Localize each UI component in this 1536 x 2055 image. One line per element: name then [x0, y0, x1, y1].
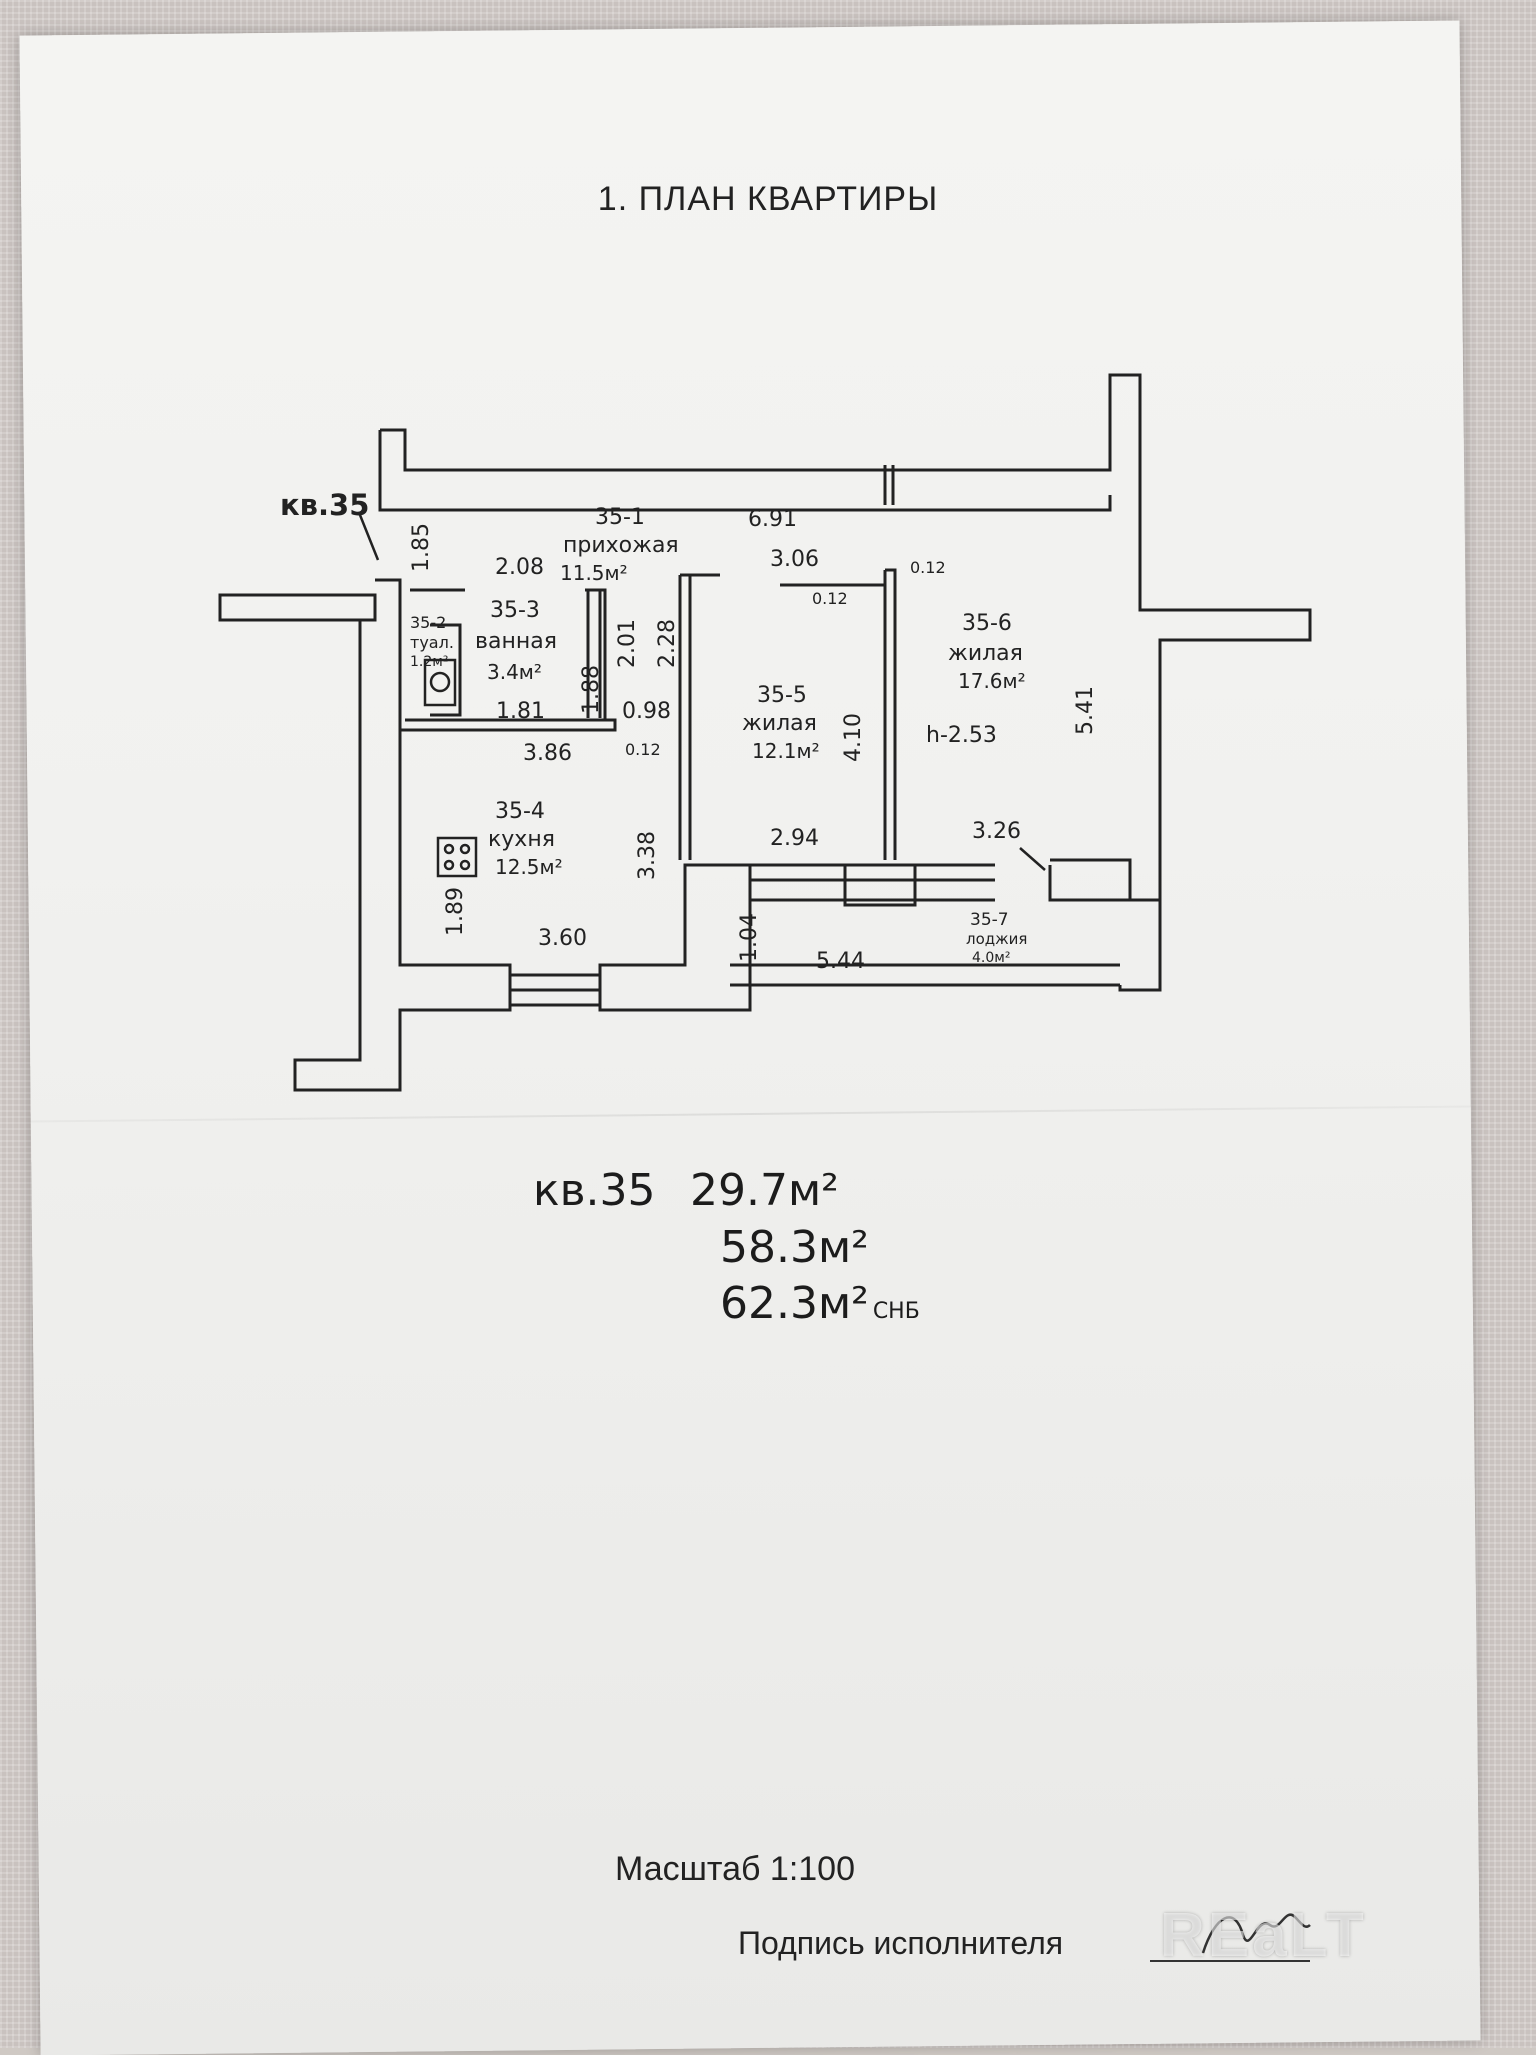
wall-top-inner	[378, 430, 1112, 512]
room-name-35-6: жилая	[948, 641, 1023, 666]
wall-bottom-mid	[598, 863, 752, 1012]
dim-3-86: 3.86	[523, 741, 572, 766]
leader-flat	[358, 514, 380, 561]
dim-2-08: 2.08	[495, 555, 544, 580]
totals-snb-value: 62.3м²	[720, 1278, 869, 1329]
totals-total-area: 58.3м²	[720, 1222, 869, 1273]
dim-1-81: 1.81	[496, 699, 545, 724]
room-id-35-6: 35-6	[962, 611, 1012, 636]
dim-3-06: 3.06	[770, 547, 819, 572]
window-kitchen	[510, 973, 600, 1007]
dim-0-12-b: 0.12	[812, 589, 848, 608]
toilet-icon	[423, 658, 457, 707]
room-id-35-4: 35-4	[495, 799, 545, 824]
room-area-35-1: 11.5м²	[560, 561, 628, 585]
partition-kitchen-room	[678, 573, 720, 860]
partition-hall-kitchen	[400, 718, 617, 732]
room-id-35-7: 35-7	[970, 910, 1009, 930]
room-name-35-3: ванная	[475, 629, 557, 654]
page-title: 1. ПЛАН КВАРТИРЫ	[597, 180, 939, 218]
dim-3-26: 3.26	[972, 819, 1021, 844]
sink-box	[430, 623, 462, 717]
signature-line	[1150, 1960, 1310, 1962]
totals-living-area: 29.7м²	[690, 1165, 839, 1216]
dim-4-10: 4.10	[841, 713, 866, 762]
room-area-35-3: 3.4м²	[487, 660, 542, 684]
room-name-35-2: туал.	[410, 633, 454, 652]
room-name-35-5: жилая	[742, 711, 817, 736]
partition-bath-wall	[586, 590, 602, 718]
partition-bath	[410, 588, 607, 720]
dim-5-41: 5.41	[1073, 686, 1098, 735]
dim-1-89: 1.89	[443, 887, 468, 936]
room-id-35-2: 35-2	[410, 613, 446, 632]
room-id-35-5: 35-5	[757, 683, 807, 708]
dim-2-94: 2.94	[770, 826, 819, 851]
dim-3-60: 3.60	[538, 926, 587, 951]
door-mark	[883, 465, 895, 505]
partition-rooms	[883, 568, 897, 860]
watermark-logo: REaLT	[1160, 1901, 1367, 1970]
dim-5-44: 5.44	[816, 949, 865, 974]
room-area-35-5: 12.1м²	[752, 739, 820, 763]
dim-2-28: 2.28	[655, 619, 680, 668]
room-id-35-1: 35-1	[595, 505, 645, 530]
room-area-35-4: 12.5м²	[495, 855, 563, 879]
totals-snb-label: СНБ	[872, 1299, 920, 1324]
dim-6-91: 6.91	[748, 507, 797, 532]
flat-label: кв.35	[280, 488, 369, 522]
scale-label: Масштаб 1:100	[615, 1850, 855, 1888]
dim-1-04: 1.04	[737, 913, 762, 962]
room-name-35-1: прихожая	[563, 533, 679, 558]
leader-3-26	[1019, 847, 1046, 871]
dim-1-88: 1.88	[579, 665, 604, 714]
wall-right-lower	[1050, 858, 1162, 992]
dim-3-38: 3.38	[635, 831, 660, 880]
ceiling-height: h-2.53	[926, 723, 997, 748]
dim-2-01: 2.01	[615, 619, 640, 668]
totals-flat: кв.35	[533, 1165, 656, 1216]
stove-icon	[436, 836, 478, 878]
dim-0-12-a: 0.12	[910, 558, 946, 577]
room-area-35-7: 4.0м²	[972, 950, 1010, 966]
room-area-35-2: 1.2м²	[410, 654, 448, 670]
signature-scribble	[1201, 1913, 1311, 1954]
room-name-35-4: кухня	[488, 827, 555, 852]
signature-label: Подпись исполнителя	[738, 1925, 1064, 1961]
loggia-window	[750, 863, 995, 907]
room-name-35-7: лоджия	[966, 930, 1027, 948]
dim-0-98: 0.98	[622, 699, 671, 724]
dim-0-12-c: 0.12	[625, 740, 661, 759]
wall-left	[293, 578, 512, 1092]
wall-left-upper	[218, 593, 377, 622]
loggia-rail	[730, 963, 1120, 987]
room-area-35-6: 17.6м²	[958, 669, 1026, 693]
dim-1-85: 1.85	[409, 523, 434, 572]
room-id-35-3: 35-3	[490, 598, 540, 623]
